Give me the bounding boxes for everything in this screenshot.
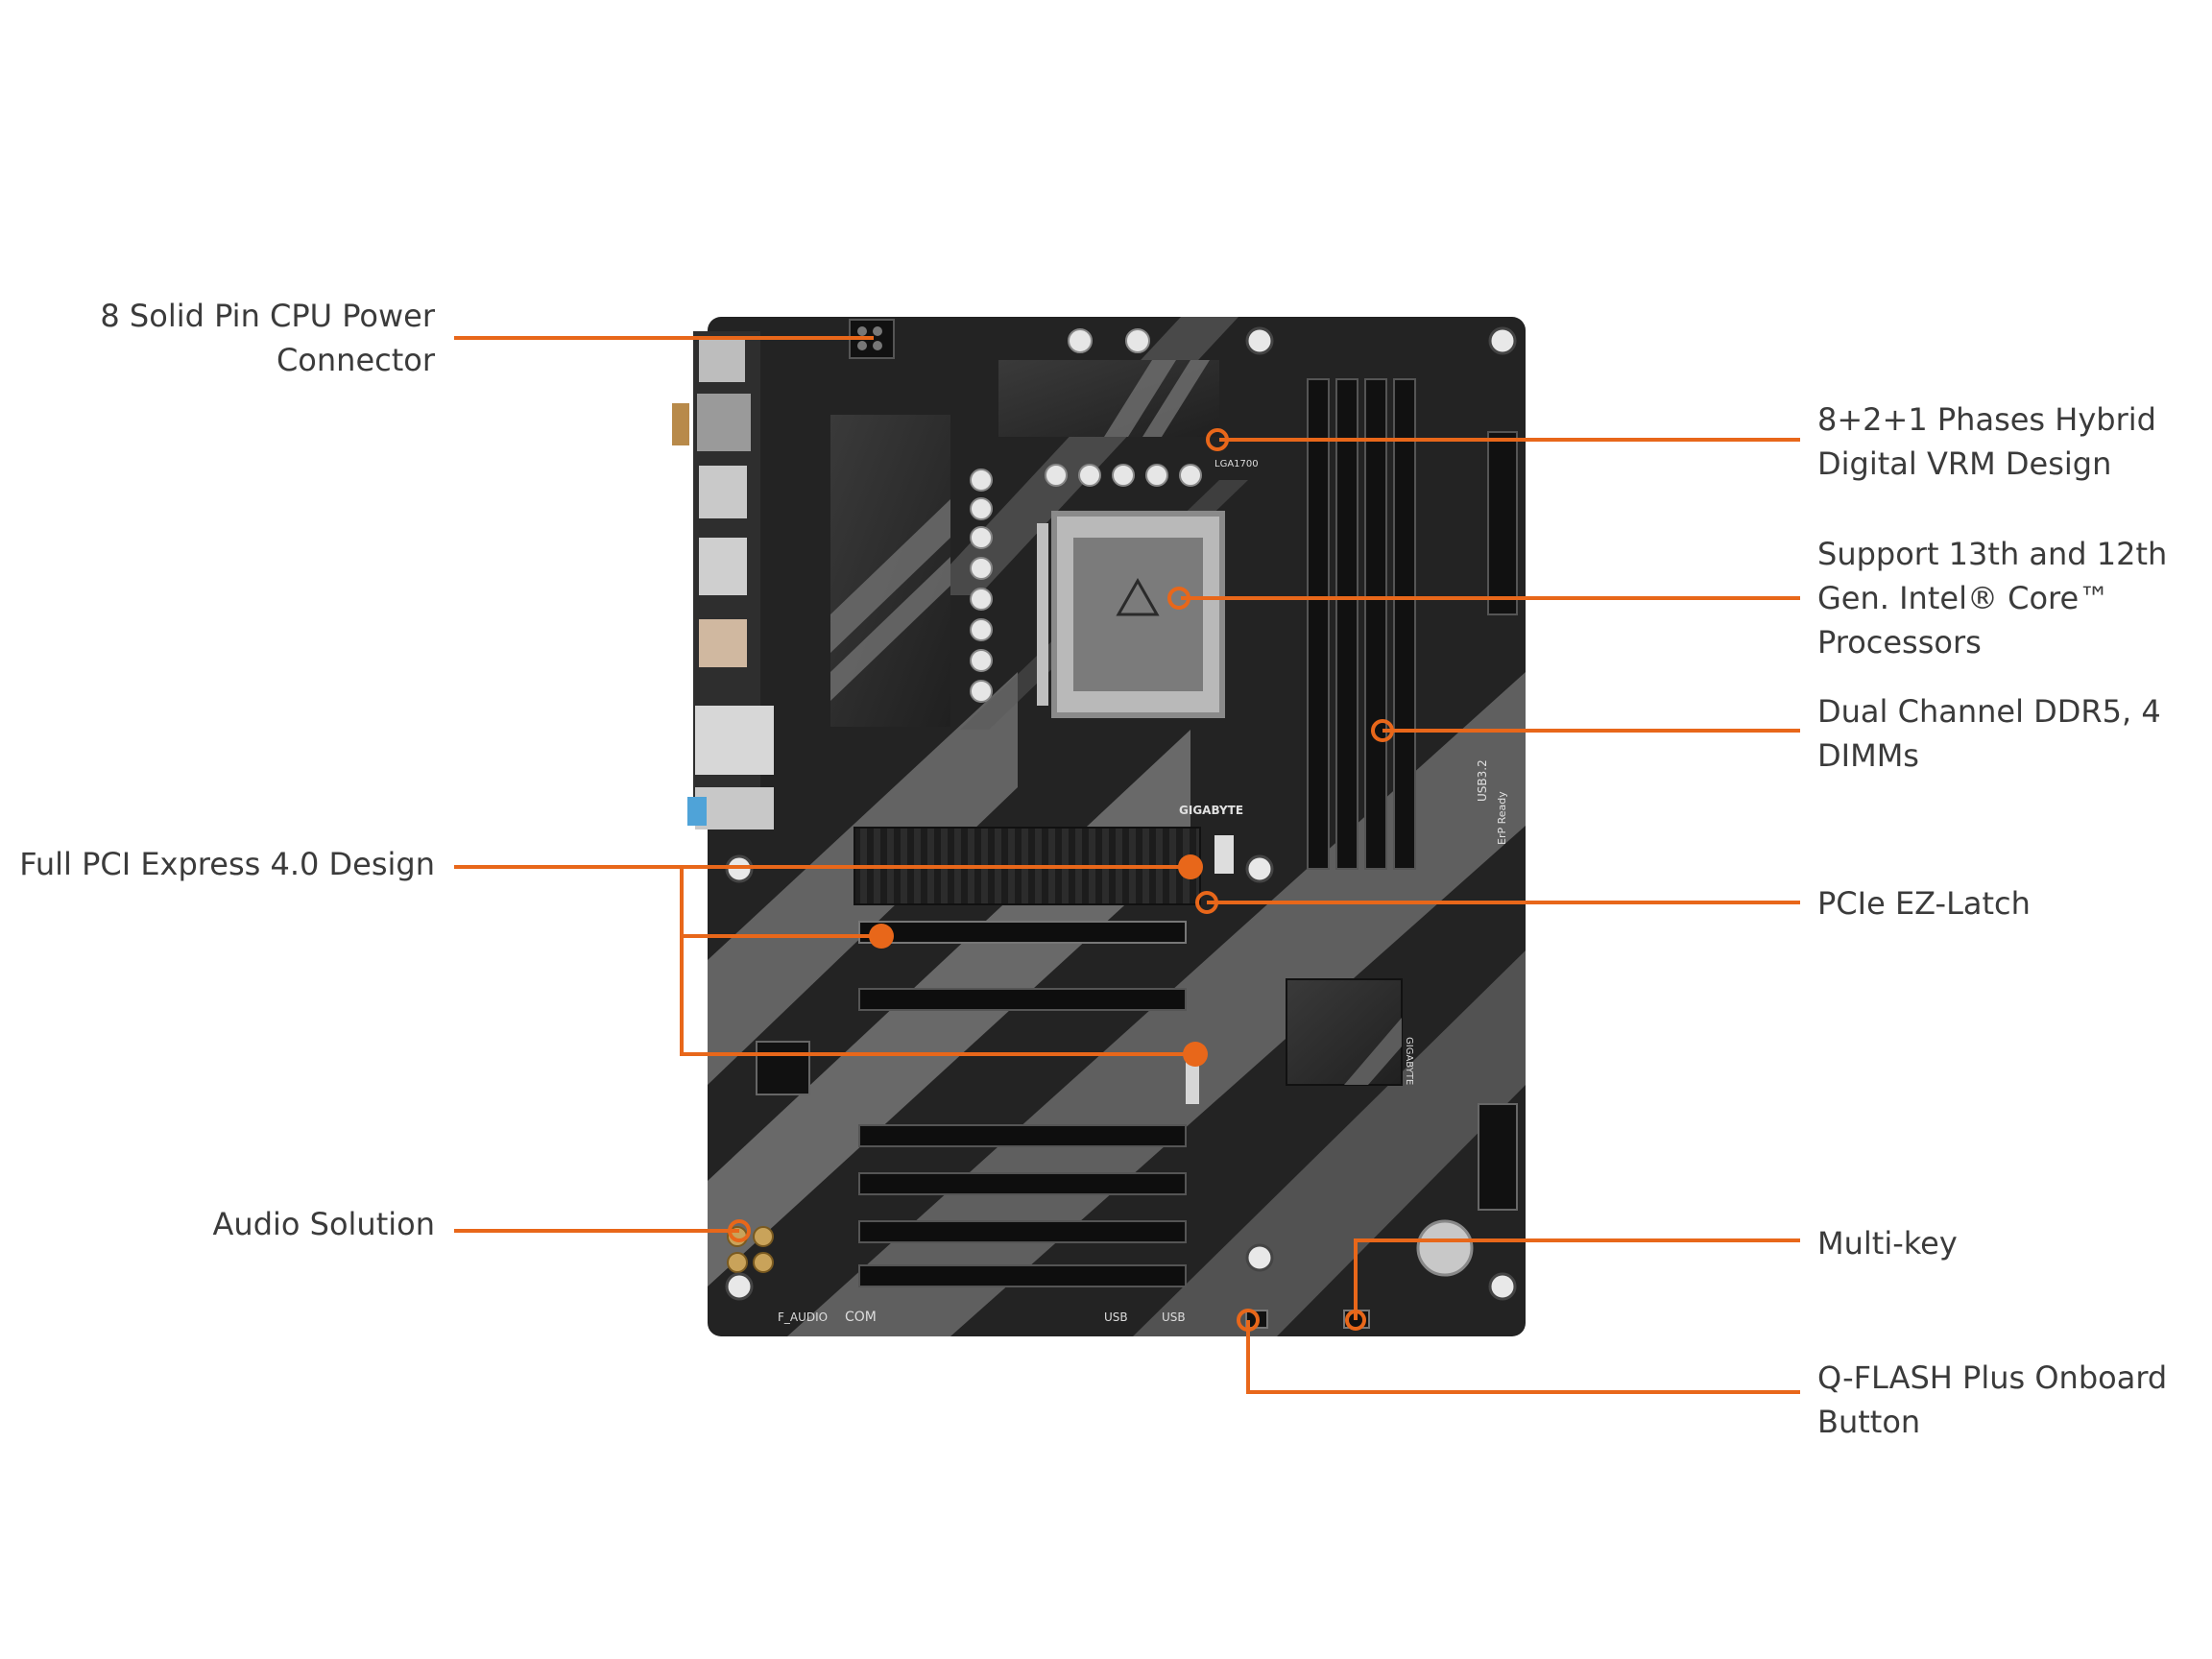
leader-qflash: [1246, 1320, 1800, 1394]
io-ps2-port: [699, 336, 745, 382]
dimm-slot: [1335, 378, 1358, 870]
m2-latch: [1214, 835, 1234, 874]
callout-leaders: [454, 336, 1800, 1394]
rear-io: [672, 331, 774, 830]
io-audio-jack: [687, 797, 707, 826]
chipset-brand: GIGABYTE: [1404, 1037, 1414, 1085]
dot-pcie-m2: [1178, 854, 1203, 879]
atx-24pin-connector: [1487, 431, 1518, 615]
leader-multi-key: [1354, 1238, 1800, 1320]
pcie-slots: [858, 921, 1199, 1287]
io-wifi-antenna-port: [697, 394, 751, 451]
board-usb-label: USB3.2: [1476, 759, 1489, 802]
callout-cpu-power-connector: 8 Solid Pin CPU Power Connector: [100, 298, 435, 378]
callout-pcie-design: Full PCI Express 4.0 Design: [19, 846, 435, 882]
pcie-slot: [858, 1172, 1187, 1195]
io-displayport: [699, 538, 747, 595]
io-usb-c-port: [699, 619, 747, 667]
warning-triangle-icon: [1116, 577, 1160, 616]
decor-stripe: [1133, 950, 1526, 1336]
callout-cpu-support: Support 13th and 12th Gen. Intel® Core™ …: [1817, 536, 2168, 661]
sata-ports: [1478, 1103, 1518, 1211]
header-com-label: COM: [845, 1310, 877, 1325]
heatsink-stripe: [830, 499, 950, 653]
callout-ddr5-dimms: Dual Channel DDR5, 4 DIMMs: [1817, 693, 2161, 774]
board-brand: GIGABYTE: [1179, 804, 1243, 817]
dot-pcie-slot: [869, 924, 894, 949]
pcie-slot: [858, 1220, 1187, 1243]
pcie-slot: [858, 1264, 1187, 1287]
callout-pcie-ez-latch: PCIe EZ-Latch: [1817, 885, 2031, 922]
dot-vrm: [1206, 428, 1229, 451]
callout-dots: [728, 428, 1394, 1332]
socket-label: LGA1700: [1214, 459, 1259, 469]
dot-qflash: [1237, 1309, 1260, 1332]
board-erp-label: ErP Ready: [1496, 791, 1508, 845]
vrm-heatsinks: [830, 360, 1219, 727]
pcie-x16-slot: [858, 921, 1187, 944]
io-antenna-connector: [672, 403, 689, 445]
dimm-slots: [1307, 378, 1416, 870]
callout-multi-key: Multi-key: [1817, 1225, 1958, 1262]
pcie-slot: [858, 1124, 1187, 1147]
cpu-socket: LGA1700: [1037, 459, 1259, 718]
callout-qflash-plus-button: Q-FLASH Plus Onboard Button: [1817, 1359, 2168, 1440]
audio-codec-chip: [756, 1041, 810, 1095]
dot-cpu-support: [1167, 587, 1190, 610]
socket-lever: [1037, 523, 1048, 706]
header-usb-label: USB: [1162, 1310, 1186, 1324]
callout-audio-solution: Audio Solution: [212, 1206, 435, 1242]
heatsink-stripe: [1104, 360, 1176, 437]
io-usb-stack: [695, 706, 774, 775]
io-hdmi-port: [699, 466, 747, 518]
cmos-battery: [1416, 1219, 1474, 1277]
chipset-heatsink: GIGABYTE: [1286, 978, 1414, 1086]
dot-audio: [728, 1219, 751, 1242]
dimm-slot: [1364, 378, 1387, 870]
pcie-slot: [858, 988, 1187, 1011]
vrm-chokes: [970, 328, 1202, 703]
dot-ez-latch: [1195, 891, 1218, 914]
dot-pcie-slot: [1183, 1042, 1208, 1067]
heatsink-stripe: [1142, 360, 1210, 437]
dot-multi-key: [1345, 1310, 1366, 1331]
header-audio-label: F_AUDIO: [778, 1310, 828, 1324]
dimm-slot: [1393, 378, 1416, 870]
header-usb-label: USB: [1104, 1310, 1128, 1324]
heatsink-stripe: [1344, 1018, 1402, 1085]
dimm-slot: [1307, 378, 1330, 870]
dot-ddr5: [1371, 719, 1394, 742]
callout-vrm-design: 8+2+1 Phases Hybrid Digital VRM Design: [1817, 401, 2156, 482]
heatsink-stripe: [830, 557, 950, 701]
leader-pcie-branch: [680, 936, 1195, 1056]
io-lan-port: [695, 787, 774, 830]
